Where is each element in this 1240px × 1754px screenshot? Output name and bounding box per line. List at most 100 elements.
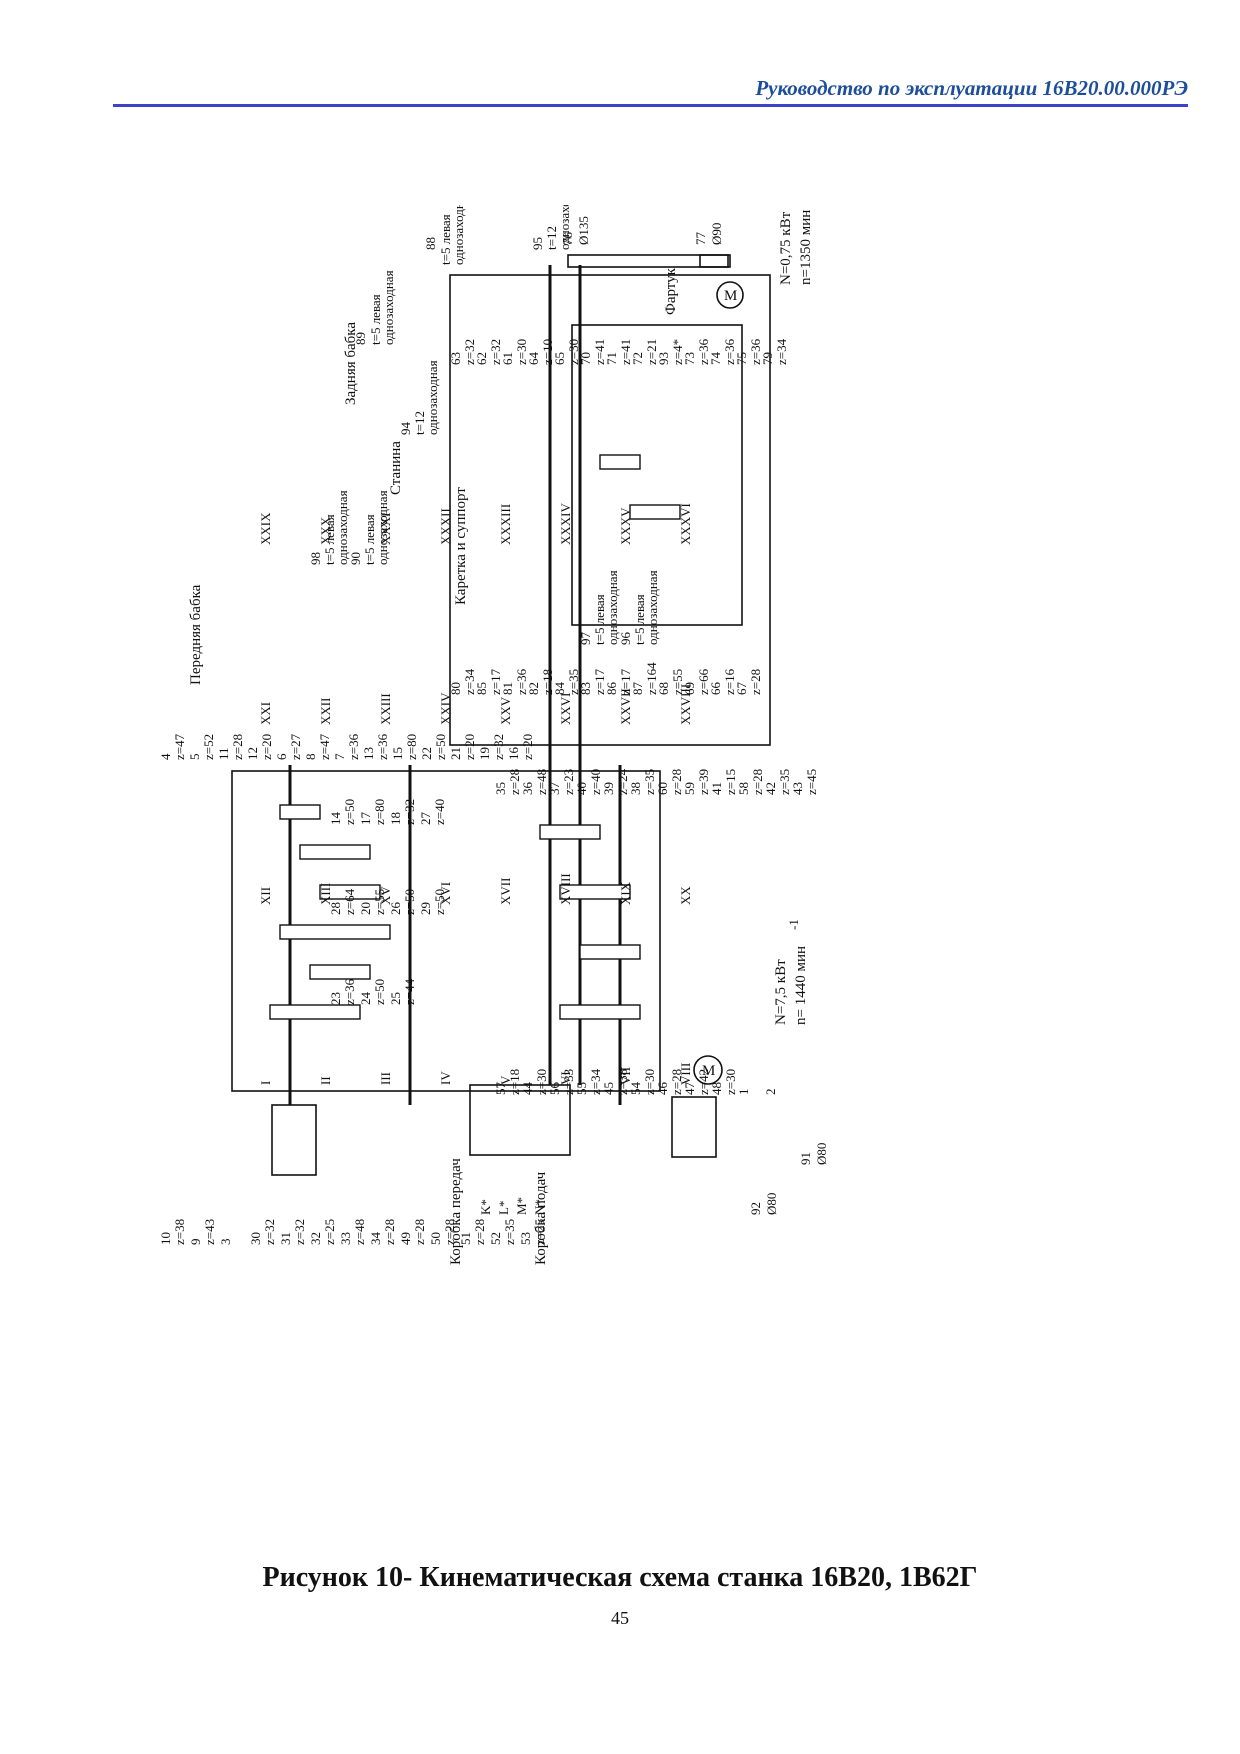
gear-apron-21-num: 68 <box>656 682 671 695</box>
gear-apron-12-num: 79 <box>760 352 775 365</box>
gear-feed-7-z: z=39 <box>696 769 711 795</box>
gear-feed-1-z: z=48 <box>534 769 549 795</box>
gear-apron-14-num: 85 <box>474 682 489 695</box>
gear-feed-0-z: z=28 <box>507 769 522 795</box>
gear-apron-10-num: 74 <box>708 352 723 366</box>
feedbox-gear-3: N* <box>532 1199 547 1215</box>
gear-apron-11-num: 75 <box>734 352 749 365</box>
shaft-label-xii: XII <box>258 887 273 905</box>
gear-top-6-num: 7 <box>332 753 347 760</box>
screw-97-pitch: t=5 левая <box>592 594 607 645</box>
feedbox-labels: K*L*M*N* <box>478 1197 547 1215</box>
gear-feed-21-num: 1 <box>736 1089 751 1096</box>
screw-97-num: 97 <box>578 632 593 646</box>
gear-top-9-z: z=50 <box>433 734 448 760</box>
gear-block-5 <box>309 964 371 980</box>
gear-top-0-num: 4 <box>160 753 173 760</box>
gear-feed-18-z: z=28 <box>669 1069 684 1095</box>
gear-feed-5-num: 38 <box>628 782 643 795</box>
shaft-label-v: V <box>498 1075 513 1085</box>
gear-top-5-num: 8 <box>303 754 318 761</box>
gear-inner-5-num: 20 <box>358 902 373 915</box>
gear-apron-15-num: 81 <box>500 682 515 695</box>
gear-feed-9-z: z=28 <box>750 769 765 795</box>
shaft-label-iv: IV <box>438 1071 453 1085</box>
shaft-label-xiii: XIII <box>318 883 333 905</box>
screw-94-num: 94 <box>398 422 413 436</box>
pulley-92-dia: Ø80 <box>764 1193 779 1215</box>
pulley-77-num: 77 <box>693 232 708 246</box>
gear-apron-20-num: 87 <box>630 682 645 696</box>
gear-top-8-z: z=80 <box>404 734 419 760</box>
gear-apron-16-num: 82 <box>526 682 541 695</box>
gear-apron-5-num: 70 <box>578 352 593 365</box>
label-tailstock: Задняя бабка <box>343 322 359 405</box>
gear-top-5-z: z=47 <box>317 733 332 760</box>
gear-apron-2-num: 61 <box>500 352 515 365</box>
gear-block-4 <box>279 924 391 940</box>
gear-feed-18-num: 46 <box>655 1082 670 1096</box>
gear-left-4-z: z=32 <box>292 1219 307 1245</box>
gear-top-10-num: 21 <box>448 747 463 760</box>
main-pulley <box>271 1104 317 1176</box>
gear-top-4-num: 6 <box>274 753 289 760</box>
label-gearbox: Коробка передач <box>448 1158 464 1265</box>
gear-top-6-z: z=36 <box>346 733 361 760</box>
header-rule <box>113 104 1188 107</box>
feed-housing <box>449 274 771 746</box>
screw-95-pitch: t=12 <box>544 226 559 250</box>
label-headstock: Передняя бабка <box>188 584 204 685</box>
shaft-label-vi: VI <box>558 1071 573 1085</box>
screw-89-pitch: t=5 левая <box>368 294 383 345</box>
gear-top-11-z: z=32 <box>491 734 506 760</box>
gear-left-1-z: z=43 <box>202 1219 217 1245</box>
apron-housing <box>571 324 743 626</box>
shaft-label-xxviii: XXVIII <box>678 684 693 725</box>
gear-block-8 <box>559 884 631 900</box>
gear-block-6 <box>269 1004 361 1020</box>
label-apron: Фартук <box>663 267 679 315</box>
gear-feed-4-z: z=24 <box>615 768 630 795</box>
label-feedbox: Коробка подач <box>533 1171 549 1265</box>
gear-feed-19-z: z=42 <box>696 1069 711 1095</box>
shaft-label-i: I <box>258 1081 273 1085</box>
gear-inner-2-z: z=32 <box>402 799 417 825</box>
gear-inner-3-num: 27 <box>418 812 433 826</box>
gear-inner-1-num: 17 <box>358 812 373 826</box>
gear-apron-8-num: 93 <box>656 352 671 365</box>
shaft-label-xxi: XXI <box>258 702 273 725</box>
shaft-label-ii: II <box>318 1076 333 1085</box>
pulley-77-dia: Ø90 <box>709 223 724 245</box>
gear-inner-4-z: z=64 <box>342 888 357 915</box>
gear-inner-2-num: 18 <box>388 812 403 825</box>
screw-94-type: однозаходная <box>425 360 440 435</box>
feedbox-gear-1: L* <box>496 1201 511 1215</box>
screw-95-type: однозаходная <box>557 205 572 250</box>
gear-feed-13-num: 44 <box>520 1082 535 1096</box>
gear-apron-23-z: z=16 <box>722 668 737 695</box>
pulley-91-num: 91 <box>798 1152 813 1165</box>
gear-apron-24-num: 67 <box>734 682 749 696</box>
gear-feed-10-num: 42 <box>763 782 778 795</box>
gear-apron-6-num: 71 <box>604 352 619 365</box>
gear-apron-21-z: z=55 <box>670 669 685 695</box>
screw-94-pitch: t=12 <box>412 411 427 435</box>
shaft-label-xxii: XXII <box>318 698 333 725</box>
gear-apron-6-z: z=41 <box>618 339 633 365</box>
gear-feed-2-num: 37 <box>547 782 562 796</box>
gear-block-9 <box>579 944 641 960</box>
gear-apron-17-num: 84 <box>552 682 567 696</box>
gear-top-3-num: 12 <box>245 747 260 760</box>
screw-90-type: однозаходная <box>375 490 390 565</box>
gear-feed-8-num: 41 <box>709 782 724 795</box>
gear-feed-0-num: 35 <box>493 782 508 795</box>
gear-block-2 <box>299 844 371 860</box>
gear-inner-5-z: z=55 <box>372 889 387 915</box>
gear-left-7-z: z=28 <box>382 1219 397 1245</box>
gear-feed-17-num: 54 <box>628 1082 643 1096</box>
gear-apron-16-z: z=18 <box>540 669 555 695</box>
gear-apron-22-z: z=66 <box>696 668 711 695</box>
screw-88-type: однозаходная <box>451 205 466 265</box>
gear-apron-23-num: 66 <box>708 682 723 696</box>
kinematic-diagram: M M Передняя бабка Задняя бабка Каретка … <box>160 205 1040 1475</box>
